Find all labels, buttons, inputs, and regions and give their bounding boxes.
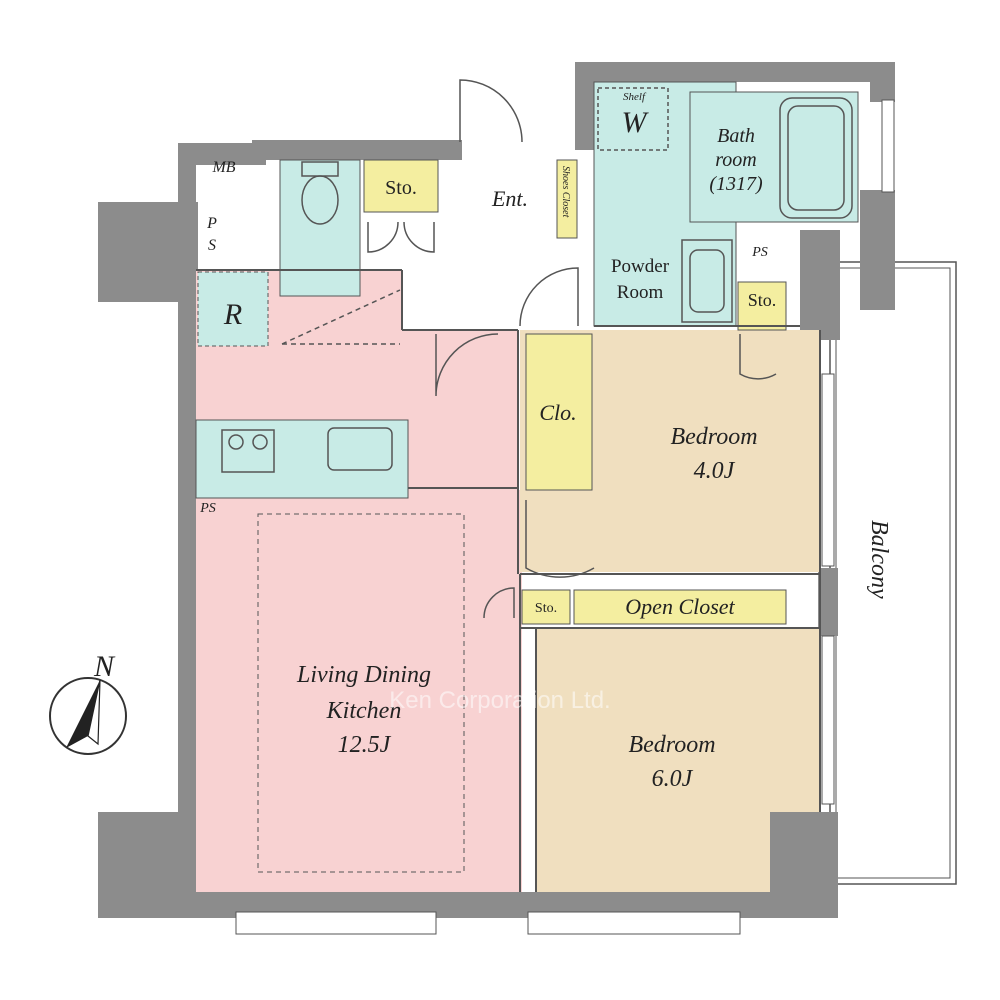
open-closet: [573, 589, 787, 625]
stove: [221, 429, 275, 473]
walk-in-closet-shelf: [597, 87, 669, 151]
ps-label-bath: PS: [751, 245, 768, 260]
open-closet-label: Open Closet: [625, 594, 735, 619]
bathtub: [779, 97, 853, 219]
ldk-size: 12.5J: [338, 732, 392, 758]
room-labels: Living Dining Kitchen 12.5J Bedroom 4.0J…: [199, 91, 892, 792]
kitchen-counter: [195, 419, 409, 499]
closet-label: Clo.: [539, 400, 576, 425]
washbasin-bowl: [689, 249, 725, 313]
washbasin: [681, 239, 733, 323]
watermark: Ken Corporation Ltd.: [389, 687, 610, 714]
compass-needle-half: [87, 679, 101, 746]
closet: [525, 333, 593, 491]
entrance-label: Ent.: [491, 186, 528, 211]
storage-ps: [737, 281, 787, 331]
ldk-name-line2: Kitchen: [326, 698, 402, 724]
bedroom2-name: Bedroom: [628, 732, 715, 758]
bath-name-line2: room: [715, 149, 756, 171]
ps-label-kitchen: PS: [199, 501, 216, 516]
powder-name-line1: Powder: [611, 256, 670, 277]
powder-name-line2: Room: [617, 282, 664, 303]
storage-small: [521, 589, 571, 625]
bath-name-line1: Bath: [717, 125, 755, 147]
bedroom2-size: 6.0J: [652, 766, 694, 792]
bath-size: (1317): [709, 173, 763, 195]
windows: [235, 99, 895, 935]
shoes-closet-label: Shoes Closet: [560, 166, 571, 218]
balcony: [829, 261, 957, 885]
ps-label-vertical-p: P: [206, 215, 217, 232]
shoes-closet: [556, 159, 578, 239]
ldk-floor: [196, 270, 522, 892]
ps-label-vertical-s: S: [208, 237, 216, 254]
doors: [367, 79, 777, 619]
stove-burner-right: [252, 434, 268, 450]
storage-entrance: [363, 159, 439, 213]
mb-label: MB: [211, 159, 235, 176]
bedroom1-name: Bedroom: [670, 424, 757, 450]
fixtures: [221, 87, 853, 473]
toilet-tank: [301, 161, 339, 177]
bath-room-floor: [689, 91, 859, 223]
room-fills: [195, 81, 859, 892]
ldk-name-line1: Living Dining: [296, 662, 431, 688]
ldk-furniture-outline: [257, 513, 465, 873]
interior-walls: [196, 269, 821, 892]
kitchen-sink: [327, 427, 393, 471]
balcony-label: Balcony: [866, 520, 892, 599]
storage-label-entrance: Sto.: [385, 177, 417, 199]
wic-label: W: [622, 106, 650, 139]
storage-label-ps: Sto.: [748, 290, 777, 310]
bathtub-inner: [787, 105, 845, 211]
stove-burner-left: [228, 434, 244, 450]
refrigerator-space: [197, 271, 269, 347]
wic-shelf-label: Shelf: [623, 91, 647, 103]
bedroom2-floor: [536, 628, 820, 892]
storage-label-small: Sto.: [535, 601, 557, 616]
refrigerator-label: R: [223, 298, 242, 331]
bedroom1-size: 4.0J: [694, 458, 736, 484]
compass-north-label: N: [93, 650, 116, 683]
compass: N: [49, 650, 127, 755]
toilet-room: [279, 159, 361, 297]
compass-needle-icon: [66, 680, 100, 748]
